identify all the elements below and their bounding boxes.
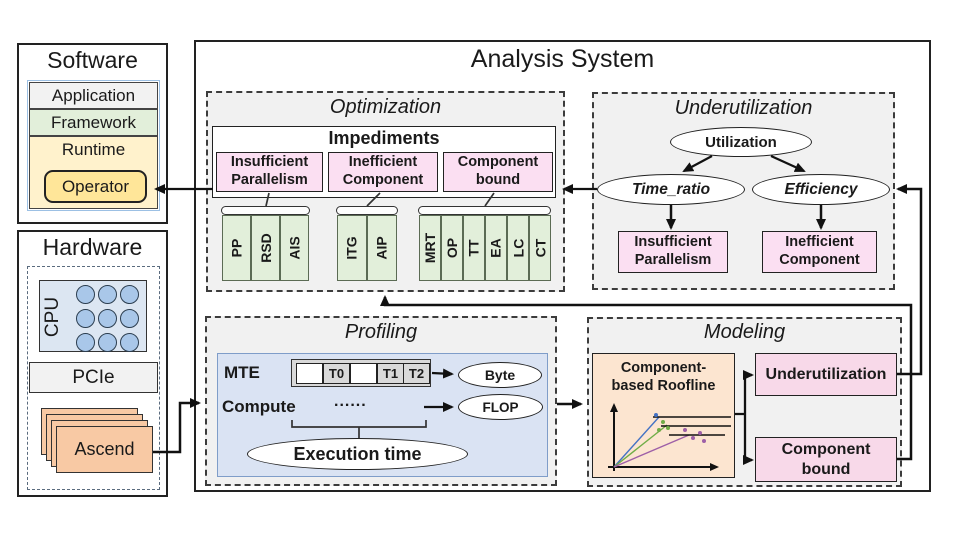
roofline-mini-chart <box>608 403 731 471</box>
analysis-system-title: Analysis System <box>470 45 655 73</box>
roofline-label: Component-based Roofline <box>611 360 716 395</box>
timeline-slot-t1: T1 <box>377 363 404 384</box>
software-title: Software <box>47 47 138 73</box>
cpu-core-icon <box>120 309 139 328</box>
cpu-core-icon <box>76 309 95 328</box>
layer-framework: Framework <box>29 109 158 136</box>
metric-cell-pp: PP <box>222 215 251 281</box>
metric-cell-ais: AIS <box>280 215 309 281</box>
optimization-title: Optimization <box>329 96 442 118</box>
hardware-title: Hardware <box>42 234 143 260</box>
metric-cell-ct: CT <box>529 215 551 281</box>
metric-cell-rsd: RSD <box>251 215 280 281</box>
metric-cell-itg: ITG <box>337 215 367 281</box>
impediment-insufficient-parallelism: Insufficient Parallelism <box>216 152 323 192</box>
underutilization-inefficient-component: Inefficient Component <box>762 231 877 273</box>
utilization-node: Utilization <box>670 127 812 157</box>
byte-node: Byte <box>458 362 542 388</box>
cpu-box: CPU <box>39 280 147 352</box>
cpu-core-icon <box>98 309 117 328</box>
metric-group-bracket <box>418 206 551 215</box>
timeline-slot-t0: T0 <box>323 363 350 384</box>
modeling-output-component-bound: Component bound <box>755 437 897 482</box>
mte-label: MTE <box>224 363 260 382</box>
operator-box: Operator <box>44 170 147 203</box>
software-stack-frame <box>27 80 160 211</box>
roofline-box: Component-based Roofline <box>592 353 735 478</box>
flop-node: FLOP <box>458 394 543 420</box>
compute-label: Compute <box>222 397 296 416</box>
cpu-label: CPU <box>42 296 63 338</box>
impediment-inefficient-component: Inefficient Component <box>328 152 438 192</box>
layer-application: Application <box>29 82 158 109</box>
timeline-slot-t2: T2 <box>403 363 430 384</box>
modeling-title: Modeling <box>703 321 786 343</box>
cpu-core-icon <box>98 285 117 304</box>
mte-timeline: T0 T1 T2 <box>291 359 431 387</box>
cpu-core-icon <box>76 285 95 304</box>
metric-cell-op: OP <box>441 215 463 281</box>
timeline-slot-empty <box>350 363 377 384</box>
metric-cell-lc: LC <box>507 215 529 281</box>
time-ratio-node: Time_ratio <box>597 174 745 205</box>
metric-group-bracket <box>336 206 398 215</box>
cpu-core-icon <box>76 333 95 352</box>
modeling-output-underutilization: Underutilization <box>755 353 897 396</box>
ascend-box: Ascend <box>56 426 153 473</box>
metric-group-bracket <box>221 206 310 215</box>
timeline-slot-empty <box>296 363 323 384</box>
metric-cell-mrt: MRT <box>419 215 441 281</box>
execution-time-node: Execution time <box>247 438 468 470</box>
cpu-core-icon <box>120 285 139 304</box>
impediments-title: Impediments <box>328 128 440 148</box>
metric-cell-tt: TT <box>463 215 485 281</box>
underutilization-insufficient-parallelism: Insufficient Parallelism <box>618 231 728 273</box>
efficiency-node: Efficiency <box>752 174 890 205</box>
hardware-inner-dashed-box <box>27 266 160 490</box>
cpu-core-icon <box>98 333 117 352</box>
underutilization-title: Underutilization <box>674 97 813 119</box>
metric-cell-ea: EA <box>485 215 507 281</box>
compute-dots: ...... <box>334 393 367 410</box>
pcie-box: PCIe <box>29 362 158 393</box>
cpu-cores-grid <box>76 285 139 352</box>
profiling-title: Profiling <box>344 321 418 343</box>
metric-cell-aip: AIP <box>367 215 397 281</box>
impediment-component-bound: Component bound <box>443 152 553 192</box>
cpu-core-icon <box>120 333 139 352</box>
